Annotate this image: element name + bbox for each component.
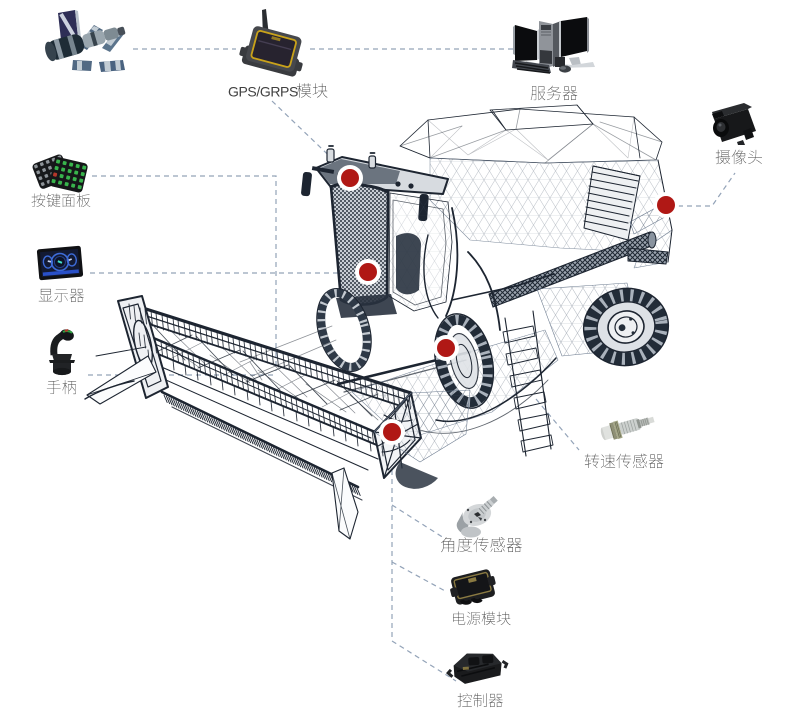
svg-text:GPS/GRPS: GPS/GRPS: [228, 84, 298, 100]
